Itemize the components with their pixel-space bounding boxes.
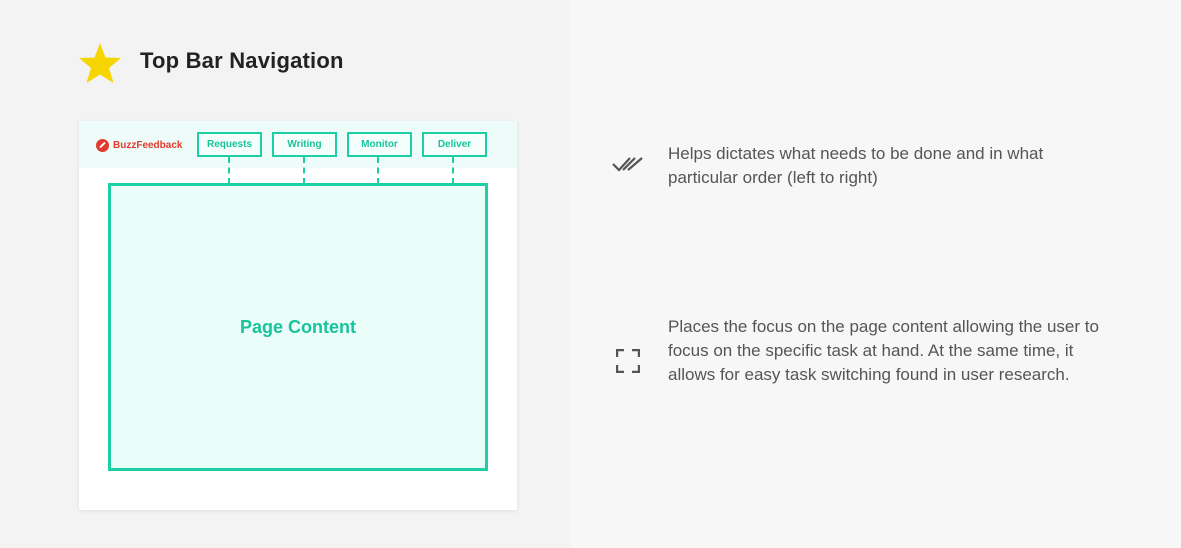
navigation-mockup: BuzzFeedback Requests Writing Monitor De… [79,121,517,510]
double-check-icon [612,157,643,172]
nav-tab-deliver[interactable]: Deliver [422,132,487,157]
connector-line [377,157,379,184]
brand-logo: BuzzFeedback [96,139,182,152]
right-panel [570,0,1181,548]
feature-description-order: Helps dictates what needs to be done and… [668,144,1044,187]
page-title: Top Bar Navigation [140,48,344,73]
star-icon [79,43,121,83]
brand-logo-icon [96,139,109,152]
nav-tab-writing[interactable]: Writing [272,132,337,157]
connector-line [228,157,230,184]
connector-line [452,157,454,184]
nav-tab-requests[interactable]: Requests [197,132,262,157]
brand-name: BuzzFeedback [113,140,183,151]
mock-top-bar: BuzzFeedback Requests Writing Monitor De… [79,121,517,168]
feature-description-focus: Places the focus on the page content all… [668,317,1099,384]
nav-tab-monitor[interactable]: Monitor [347,132,412,157]
focus-frame-icon [616,349,640,373]
page-content-label: Page Content [239,316,356,337]
connector-line [303,157,305,184]
page-content-area: Page Content [108,183,488,471]
